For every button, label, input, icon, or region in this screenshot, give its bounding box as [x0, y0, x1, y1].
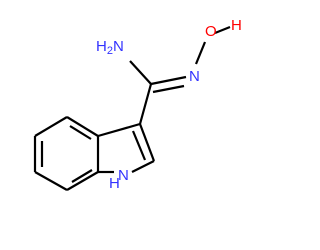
bond-c3a-c3 [97, 122, 141, 138]
bond-c3a-c7a [66, 116, 99, 137]
bond-camid-n [150, 75, 187, 86]
bond-o-h [214, 25, 231, 35]
indole-h-label: H [109, 175, 120, 192]
amine-h: H [96, 38, 107, 55]
hydroxyl-h-label: H [231, 17, 242, 34]
bond-c2-n1 [131, 160, 155, 173]
bond-double-inner-3 [69, 125, 92, 140]
bond-camid-nh2 [129, 60, 152, 85]
bond-n-o [194, 41, 207, 65]
indole-n-label: N [118, 167, 129, 184]
structure-canvas: H2N N O H N H [33, 16, 242, 192]
amine-subscript: 2 [107, 45, 113, 57]
bond-c3-c2-double [131, 130, 147, 161]
oxime-n-label: N [189, 68, 200, 85]
amine-label: H2N [96, 38, 124, 57]
bond-c6-c5 [34, 171, 68, 191]
molecule-diagram: H2N N O H N H [33, 17, 242, 192]
hydroxyl-o-label: O [205, 23, 217, 40]
bond-c5-c4 [66, 171, 99, 191]
bond-c3-c2 [138, 123, 156, 162]
bond-camid-n-double [152, 84, 185, 94]
bond-c3-camid [138, 83, 153, 125]
amine-n: N [113, 38, 124, 55]
bond-c7a-c7 [34, 116, 68, 137]
bond-double-inner-2 [71, 169, 93, 183]
